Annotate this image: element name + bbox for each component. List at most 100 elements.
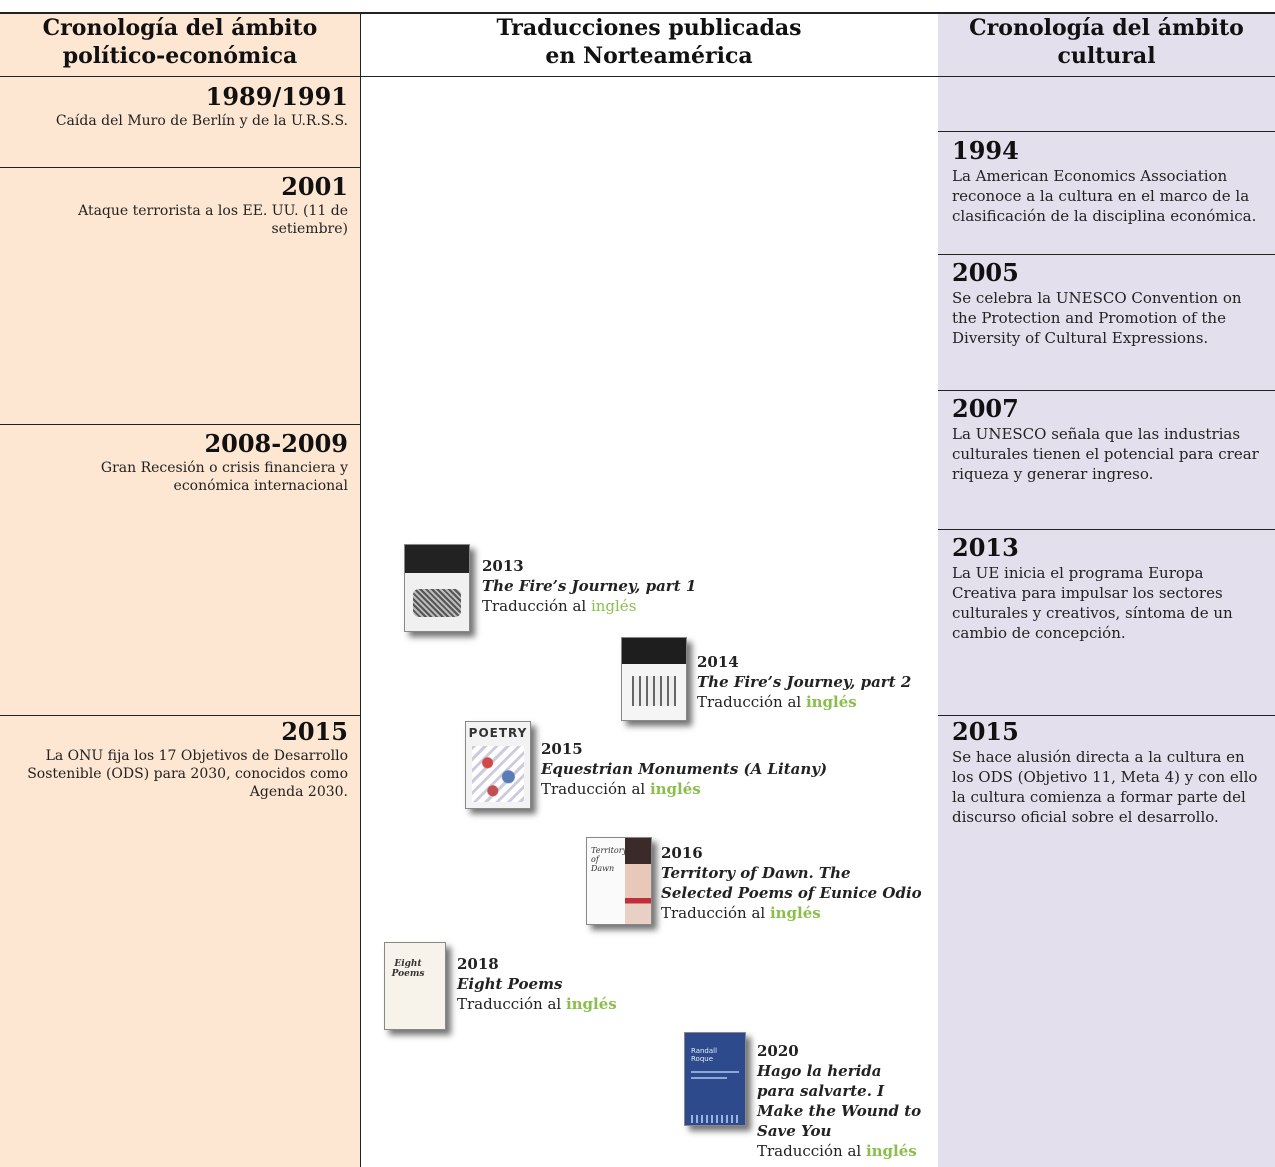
cover-rule xyxy=(691,1077,727,1079)
book-cover-2020: Randall Roque xyxy=(684,1032,746,1126)
left-separator xyxy=(0,167,360,168)
header-cultural: Cronología del ámbito cultural xyxy=(938,14,1275,76)
header-left-line2: político-económica xyxy=(62,43,298,69)
book-translation: Traducción al inglés xyxy=(482,596,696,616)
language: inglés xyxy=(565,995,617,1013)
translation-prefix: Traducción al xyxy=(697,693,806,711)
book-translation: Traducción al inglés xyxy=(697,692,911,712)
cover-title: Eight Poems xyxy=(391,959,425,979)
header-left-line1: Cronología del ámbito xyxy=(42,15,318,41)
cover-portrait xyxy=(625,838,651,924)
translation-prefix: Traducción al xyxy=(541,780,650,798)
event-year: 2015 xyxy=(952,717,1019,746)
book-year: 2014 xyxy=(697,653,739,671)
book-cover-2016: Territory of Dawn xyxy=(586,837,652,925)
header-rule xyxy=(0,76,1275,77)
political-economic-column xyxy=(0,14,360,1167)
book-cover-2018: Eight Poems xyxy=(384,942,446,1030)
event-text: Se hace alusión directa a la cultura en … xyxy=(952,748,1258,826)
book-info-2015: 2015 Equestrian Monuments (A Litany) Tra… xyxy=(541,739,827,799)
event-text: La ONU fija los 17 Objetivos de Desarrol… xyxy=(27,748,348,800)
left-event: 2008-2009 Gran Recesión o crisis financi… xyxy=(0,431,348,495)
event-year: 2007 xyxy=(952,394,1019,423)
book-cover-2013 xyxy=(404,544,470,632)
cover-band xyxy=(405,545,469,573)
book-year: 2020 xyxy=(757,1042,799,1060)
cover-illustration xyxy=(632,676,676,706)
book-title-line2: para salvarte. I xyxy=(757,1082,885,1100)
cover-author: Randall Roque xyxy=(691,1047,718,1063)
event-year: 2001 xyxy=(281,172,348,201)
book-info-2018: 2018 Eight Poems Traducción al inglés xyxy=(457,954,617,1014)
book-title: Equestrian Monuments (A Litany) xyxy=(541,760,828,778)
event-text: La UE inicia el programa Europa Creativa… xyxy=(952,564,1233,642)
left-event: 2015 La ONU fija los 17 Objetivos de Des… xyxy=(0,719,348,801)
header-political-economic: Cronología del ámbito político-económica xyxy=(0,14,360,76)
book-year: 2015 xyxy=(541,740,583,758)
event-text: La UNESCO señala que las industrias cult… xyxy=(952,425,1259,483)
event-text: Gran Recesión o crisis financiera y econ… xyxy=(100,460,348,494)
book-info-2014: 2014 The Fire’s Journey, part 2 Traducci… xyxy=(697,652,911,712)
right-event: 2007 La UNESCO señala que las industrias… xyxy=(952,396,1270,484)
book-translation: Traducción al inglés xyxy=(661,903,922,923)
left-event: 1989/1991 Caída del Muro de Berlín y de … xyxy=(0,84,348,130)
event-year: 2013 xyxy=(952,533,1019,562)
cultural-column xyxy=(938,14,1275,1167)
book-title: The Fire’s Journey, part 1 xyxy=(482,577,697,595)
book-translation: Traducción al inglés xyxy=(457,994,617,1014)
cover-illustration xyxy=(691,1115,739,1123)
right-event: 2013 La UE inicia el programa Europa Cre… xyxy=(952,535,1270,643)
event-year: 1994 xyxy=(952,136,1019,165)
language: inglés xyxy=(649,780,701,798)
header-mid-line1: Traducciones publicadas xyxy=(496,15,802,41)
language: inglés xyxy=(769,904,821,922)
left-separator xyxy=(0,424,360,425)
left-event: 2001 Ataque terrorista a los EE. UU. (11… xyxy=(0,174,348,238)
book-year: 2018 xyxy=(457,955,499,973)
book-title: Eight Poems xyxy=(457,975,563,993)
cover-title: POETRY xyxy=(468,726,528,740)
book-info-2013: 2013 The Fire’s Journey, part 1 Traducci… xyxy=(482,556,696,616)
book-year: 2013 xyxy=(482,557,524,575)
cover-illustration xyxy=(472,746,524,802)
header-right-line2: cultural xyxy=(1057,43,1156,69)
cover-title: Territory of Dawn xyxy=(591,846,628,873)
right-event: 1994 La American Economics Association r… xyxy=(952,138,1270,226)
event-year: 2008-2009 xyxy=(204,429,348,458)
translation-prefix: Traducción al xyxy=(457,995,566,1013)
header-mid-line2: en Norteamérica xyxy=(545,43,753,69)
cover-band xyxy=(622,638,686,664)
left-separator xyxy=(0,715,360,716)
right-separator xyxy=(938,390,1275,391)
book-title-line1: Territory of Dawn. The xyxy=(661,864,851,882)
translation-prefix: Traducción al xyxy=(661,904,770,922)
book-info-2016: 2016 Territory of Dawn. The Selected Poe… xyxy=(661,843,922,923)
language: inglés xyxy=(590,597,637,615)
language: inglés xyxy=(805,693,857,711)
event-text: Se celebra la UNESCO Convention on the P… xyxy=(952,289,1242,347)
header-translations: Traducciones publicadas en Norteamérica xyxy=(360,14,938,76)
event-year: 1989/1991 xyxy=(205,82,348,111)
book-cover-2015: POETRY xyxy=(465,721,531,809)
right-separator xyxy=(938,131,1275,132)
translation-prefix: Traducción al xyxy=(757,1142,866,1160)
book-info-2020: 2020 Hago la herida para salvarte. I Mak… xyxy=(757,1041,921,1161)
cover-rule xyxy=(691,1071,739,1073)
book-title: The Fire’s Journey, part 2 xyxy=(697,673,912,691)
right-separator xyxy=(938,254,1275,255)
event-year: 2005 xyxy=(952,258,1019,287)
translation-prefix: Traducción al xyxy=(482,597,591,615)
event-text: La American Economics Association recono… xyxy=(952,167,1257,225)
book-title-line3: Make the Wound to xyxy=(757,1102,922,1120)
book-title-line2: Selected Poems of Eunice Odio xyxy=(661,884,922,902)
book-cover-2014 xyxy=(621,637,687,721)
event-year: 2015 xyxy=(281,717,348,746)
language: inglés xyxy=(865,1142,917,1160)
right-event: 2005 Se celebra la UNESCO Convention on … xyxy=(952,260,1270,348)
book-title-line1: Hago la herida xyxy=(757,1062,882,1080)
book-translation: Traducción al inglés xyxy=(757,1141,921,1161)
right-event: 2015 Se hace alusión directa a la cultur… xyxy=(952,719,1270,827)
top-rule xyxy=(0,12,1275,14)
right-separator xyxy=(938,715,1275,716)
